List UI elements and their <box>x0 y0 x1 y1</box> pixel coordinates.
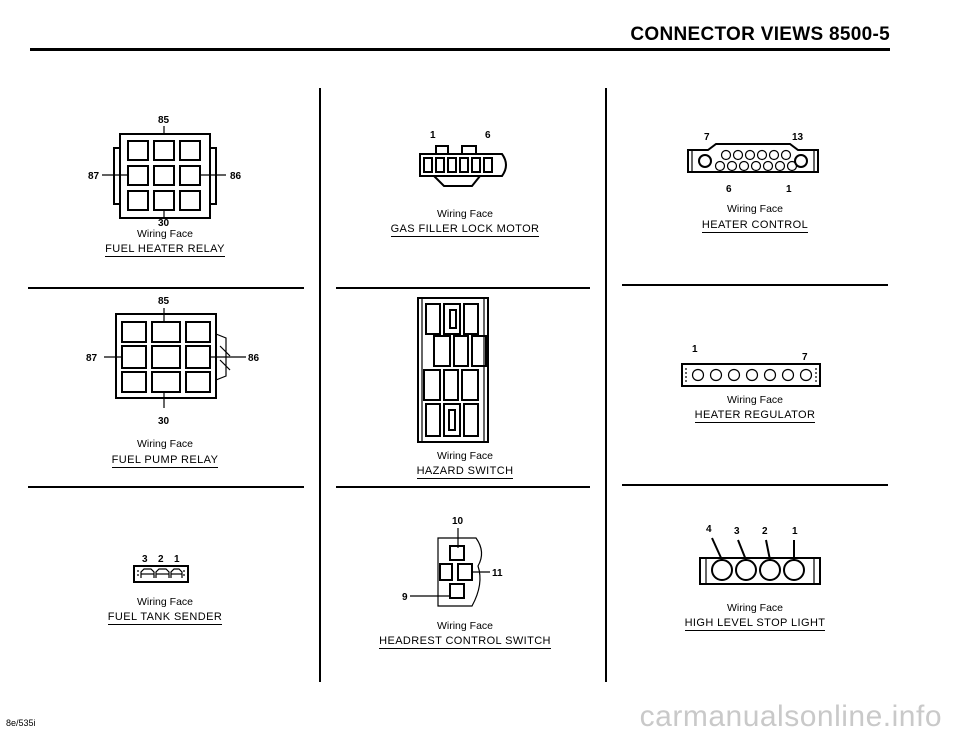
pin-label: 1 <box>174 554 180 565</box>
fuel-tank-sender-diagram: 3 2 1 <box>133 554 189 583</box>
connector-fuel-heater-relay: 85 87 86 30 Wiring Face FUEL HEATER RELA… <box>40 100 290 270</box>
row-divider-1-col3 <box>622 284 888 286</box>
row-divider-1-col2 <box>336 287 590 289</box>
header-rule <box>30 48 890 51</box>
wiring-face-label: Wiring Face <box>436 620 493 632</box>
connector-high-level-stop-light: 4 3 2 1 Wiring Face HIGH LEVEL STOP LIGH… <box>620 500 890 680</box>
connector-name: HAZARD SWITCH <box>416 465 514 479</box>
pin-label: 86 <box>248 353 260 364</box>
connector-headrest-control-switch: 10 11 9 Wiring Face HEADREST CONTROL SWI… <box>340 500 590 680</box>
gas-filler-lock-motor-diagram: 1 6 <box>419 130 507 187</box>
watermark: carmanualsonline.info <box>639 700 942 733</box>
pin-label: 86 <box>230 171 242 182</box>
row-divider-2-col3 <box>622 484 888 486</box>
pin-label: 7 <box>704 132 710 143</box>
connector-name: FUEL PUMP RELAY <box>111 454 219 468</box>
heater-regulator-diagram: 1 7 <box>681 344 821 387</box>
wiring-face-label: Wiring Face <box>136 596 193 608</box>
pin-label: 3 <box>142 554 148 565</box>
heater-control-diagram: 7 13 6 1 <box>687 132 819 195</box>
wiring-face-label: Wiring Face <box>136 438 193 450</box>
connector-fuel-pump-relay: 85 87 86 30 Wiring Face FUEL PUMP RELAY <box>40 290 290 480</box>
wiring-face-label: Wiring Face <box>726 203 783 215</box>
pin-label: 1 <box>786 184 792 195</box>
pin-label: 1 <box>430 130 436 141</box>
wiring-face-label: Wiring Face <box>726 602 783 614</box>
column-divider-right <box>605 88 607 682</box>
headrest-control-switch-diagram: 10 11 9 <box>402 516 503 607</box>
connector-name: FUEL HEATER RELAY <box>105 243 225 257</box>
connector-heater-regulator: 1 7 Wiring Face HEATER REGULATOR <box>620 290 890 480</box>
fuel-pump-relay-diagram: 85 87 86 30 <box>86 296 260 427</box>
pin-label: 2 <box>158 554 164 565</box>
pin-label: 85 <box>158 296 170 307</box>
hazard-switch-diagram <box>417 297 489 443</box>
connector-name: HEADREST CONTROL SWITCH <box>379 635 551 649</box>
pin-label: 85 <box>158 115 170 126</box>
wiring-face-label: Wiring Face <box>436 450 493 462</box>
pin-label: 7 <box>802 352 808 363</box>
pin-label: 87 <box>86 353 98 364</box>
wiring-face-label: Wiring Face <box>726 394 783 406</box>
connector-name: HEATER CONTROL <box>701 219 809 233</box>
pin-label: 1 <box>792 526 798 537</box>
pin-label: 87 <box>88 171 100 182</box>
row-divider-2-col1 <box>28 486 304 488</box>
connector-name: HEATER REGULATOR <box>694 409 816 423</box>
high-level-stop-light-diagram: 4 3 2 1 <box>699 524 821 585</box>
connector-name: HIGH LEVEL STOP LIGHT <box>684 617 826 631</box>
connector-name: FUEL TANK SENDER <box>107 611 223 625</box>
pin-label: 10 <box>452 516 464 527</box>
wiring-face-label: Wiring Face <box>436 208 493 220</box>
pin-label: 11 <box>492 568 503 579</box>
connector-name: GAS FILLER LOCK MOTOR <box>390 223 540 237</box>
fuel-heater-relay-diagram: 85 87 86 30 <box>88 115 242 229</box>
row-divider-2-col2 <box>336 486 590 488</box>
pin-label: 2 <box>762 526 768 537</box>
wiring-face-label: Wiring Face <box>136 228 193 240</box>
connector-gas-filler-lock-motor: 1 6 Wiring Face GAS FILLER LOCK MOTOR <box>340 100 590 270</box>
footer-code: 8e/535i <box>6 718 36 728</box>
connector-hazard-switch: Wiring Face HAZARD SWITCH <box>340 290 590 480</box>
pin-label: 30 <box>158 218 170 229</box>
pin-label: 13 <box>792 132 804 143</box>
page-title: CONNECTOR VIEWS 8500-5 <box>630 24 890 45</box>
connector-heater-control: 7 13 6 1 Wiring Face HEATER CONTROL <box>620 100 890 270</box>
pin-label: 30 <box>158 416 170 427</box>
pin-label: 4 <box>706 524 712 535</box>
pin-label: 6 <box>485 130 491 141</box>
pin-label: 6 <box>726 184 732 195</box>
connector-fuel-tank-sender: 3 2 1 Wiring Face FUEL TANK SENDER <box>40 500 290 680</box>
pin-label: 9 <box>402 592 408 603</box>
column-divider-left <box>319 88 321 682</box>
pin-label: 1 <box>692 344 698 355</box>
row-divider-1-col1 <box>28 287 304 289</box>
pin-label: 3 <box>734 526 740 537</box>
